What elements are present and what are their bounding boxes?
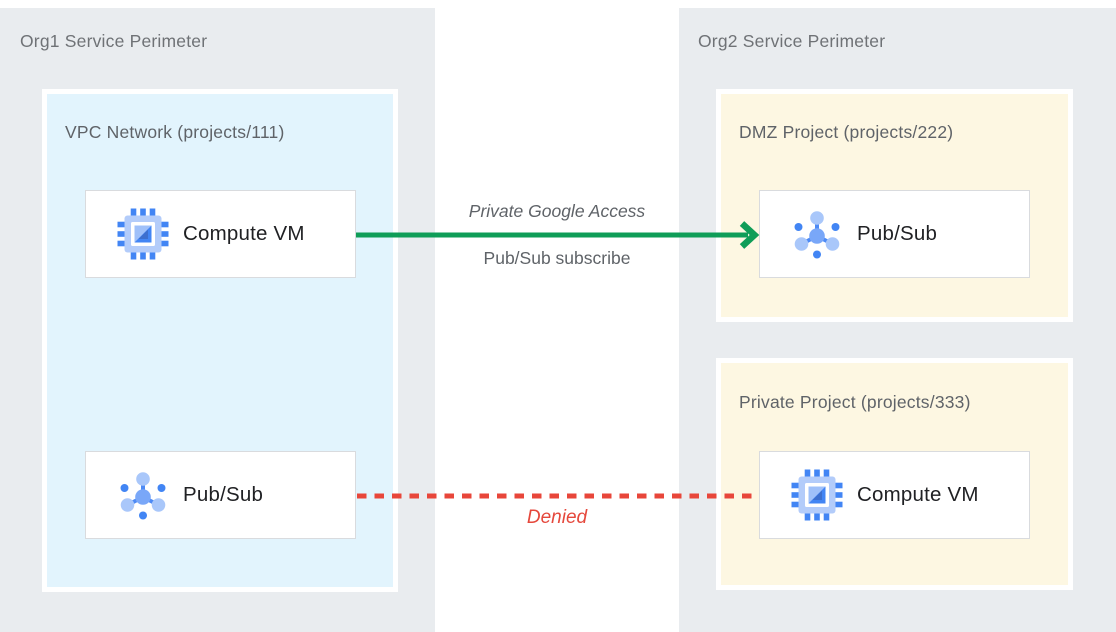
dmz-project-title: DMZ Project (projects/222) [739, 122, 954, 142]
node-label: Pub/Sub [857, 222, 938, 245]
org1-perimeter-title: Org1 Service Perimeter [20, 31, 208, 51]
pubsub-subscribe-label: Pub/Sub subscribe [483, 248, 631, 268]
pubsub-icon [794, 211, 840, 259]
node-label: Compute VM [857, 483, 979, 506]
node-org2-pubsub: Pub/Sub [759, 190, 1030, 278]
node-org1-pubsub: Pub/Sub [85, 451, 356, 539]
node-label: Compute VM [183, 222, 305, 245]
pubsub-icon [120, 472, 166, 520]
node-org2-compute-vm: Compute VM [759, 451, 1030, 539]
compute-engine-icon [791, 469, 843, 521]
vpc-network-title: VPC Network (projects/111) [65, 122, 285, 142]
org2-perimeter-title: Org2 Service Perimeter [698, 31, 886, 51]
denied-label: Denied [526, 507, 588, 528]
private-google-access-label: Private Google Access [468, 201, 646, 221]
node-label: Pub/Sub [183, 483, 264, 506]
compute-engine-icon [117, 208, 169, 260]
private-project-title: Private Project (projects/333) [739, 392, 971, 412]
node-org1-compute-vm: Compute VM [85, 190, 356, 278]
